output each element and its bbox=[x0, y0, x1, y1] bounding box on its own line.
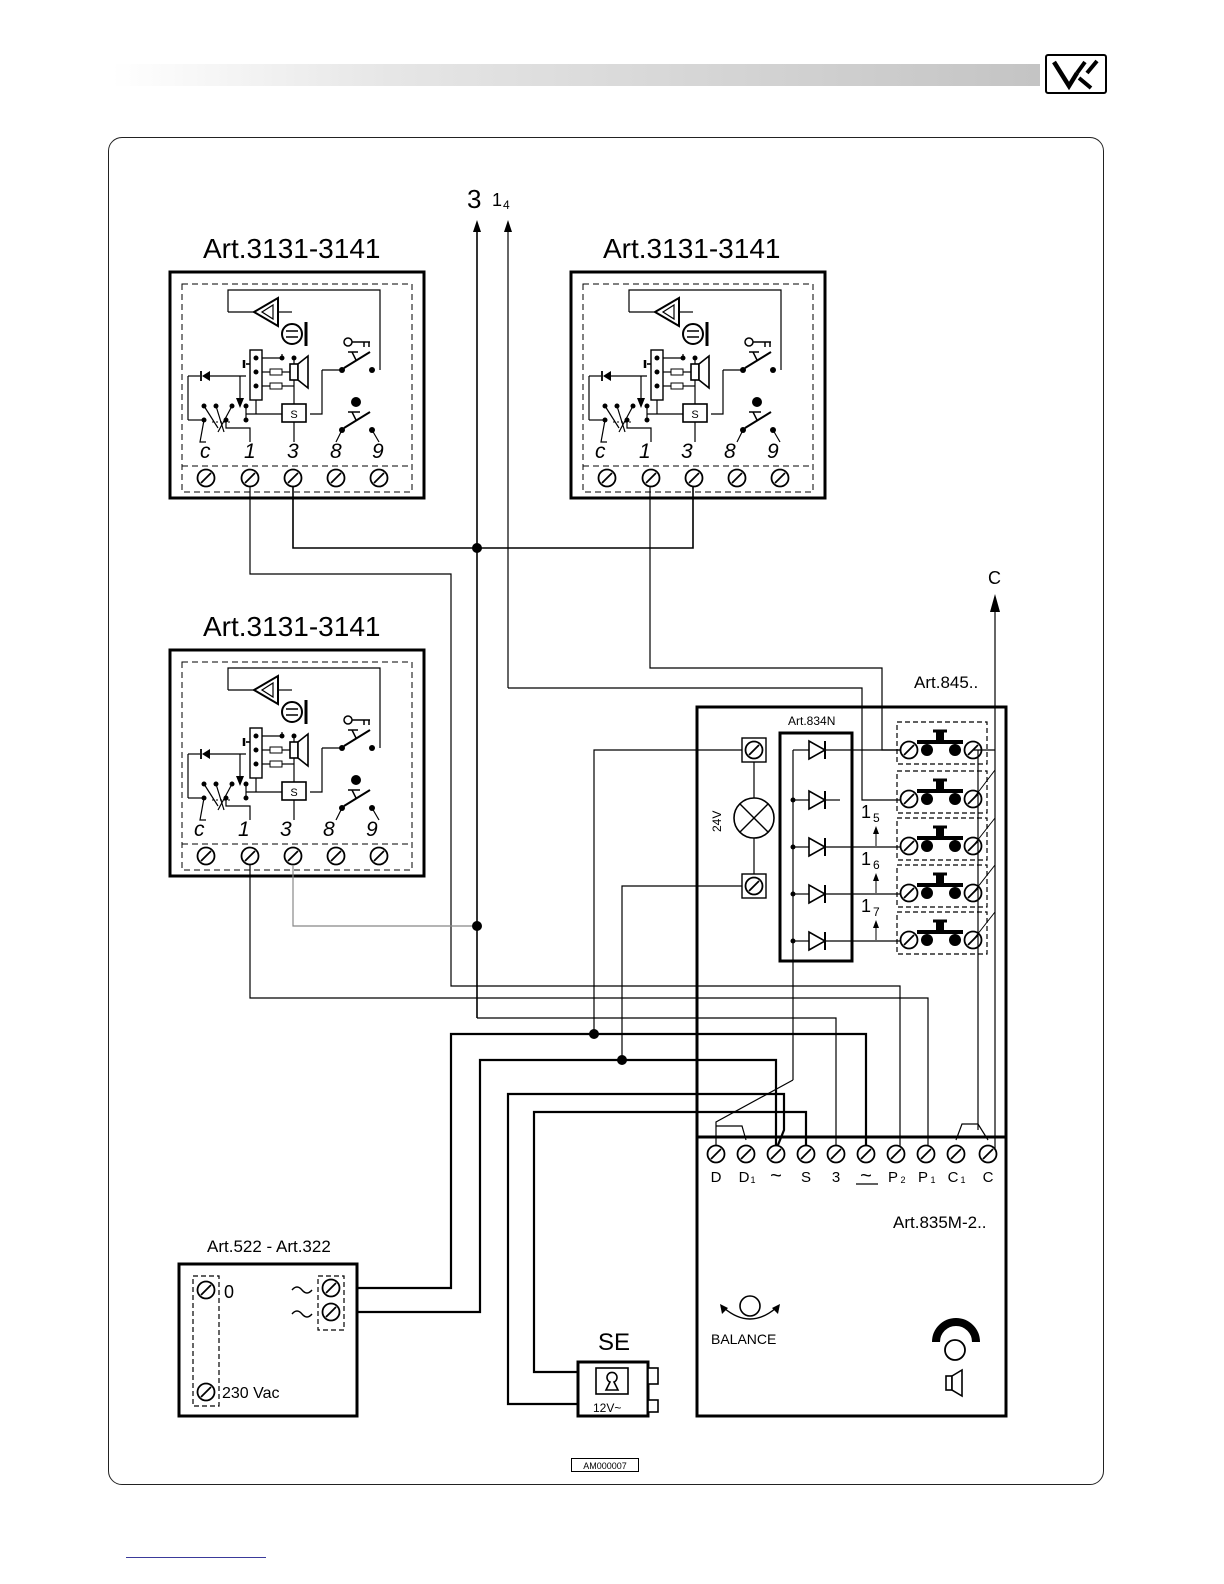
art834-label: Art.834N bbox=[788, 714, 835, 728]
panel-terminal-3: 3 bbox=[832, 1169, 840, 1186]
panel-terminal-p1: P bbox=[918, 1169, 928, 1186]
panel-terminal-s: S bbox=[801, 1169, 811, 1186]
art845-label: Art.845.. bbox=[914, 673, 978, 692]
unit-b-terminal-c: c bbox=[595, 440, 606, 463]
psu-zero-label: 0 bbox=[224, 1282, 234, 1302]
balance-label: BALANCE bbox=[711, 1331, 776, 1347]
unit-b-title: Art.3131-3141 bbox=[603, 233, 780, 264]
psu-mains-label: 230 Vac bbox=[222, 1385, 280, 1402]
panel-terminal-c1: C bbox=[948, 1169, 959, 1186]
unit-a-title: Art.3131-3141 bbox=[203, 233, 380, 264]
unit-c-terminal-c: c bbox=[194, 818, 205, 841]
se-voltage-label: 12V~ bbox=[593, 1401, 621, 1415]
balance-knob-icon bbox=[740, 1296, 760, 1316]
out-1-6-label: 1 bbox=[861, 849, 871, 869]
se-title: SE bbox=[598, 1329, 630, 1356]
panel-terminal-p2-sub: 2 bbox=[900, 1175, 905, 1185]
panel-terminal-block bbox=[708, 1146, 997, 1163]
panel-terminal-ac: ~ bbox=[770, 1165, 782, 1187]
riser-3-label: 3 bbox=[467, 184, 481, 214]
panel-terminal-c1-sub: 1 bbox=[960, 1175, 965, 1185]
unit-b-terminal-9: 9 bbox=[767, 440, 779, 463]
out-1-7-label: 1 bbox=[861, 896, 871, 916]
unit-c-terminal-9: 9 bbox=[366, 818, 378, 841]
unit-c-terminal-8: 8 bbox=[323, 818, 335, 841]
riser-1-sub: 4 bbox=[503, 198, 510, 212]
out-1-5-label: 1 bbox=[861, 802, 871, 822]
speaker-icon bbox=[946, 1376, 952, 1390]
unit-b-terminal-8: 8 bbox=[724, 440, 736, 463]
lamp-voltage: 24V bbox=[710, 811, 724, 832]
drawing-code: AM000007 bbox=[571, 1458, 639, 1472]
unit-a-terminal-9: 9 bbox=[372, 440, 384, 463]
panel-terminal-d: D bbox=[711, 1169, 722, 1186]
panel-terminal-d1-sub: 1 bbox=[750, 1175, 755, 1185]
unit-b-terminal-3: 3 bbox=[681, 440, 693, 463]
riser-1-label: 1 bbox=[492, 190, 502, 210]
art835-label: Art.835M-2.. bbox=[893, 1213, 987, 1232]
unit-a-terminal-c: c bbox=[200, 440, 211, 463]
panel-terminal-c: C bbox=[983, 1169, 994, 1186]
unit-c-terminal-3: 3 bbox=[280, 818, 292, 841]
unit-a-terminal-3: 3 bbox=[287, 440, 299, 463]
unit-b-terminal-1: 1 bbox=[639, 440, 651, 463]
panel-terminal-p2: P bbox=[888, 1169, 898, 1186]
apartment-unit-b: c 1 3 8 9 bbox=[571, 272, 825, 498]
footer-link-underline bbox=[126, 1557, 266, 1558]
unit-c-terminal-1: 1 bbox=[238, 818, 250, 841]
panel-terminal-d1: D bbox=[739, 1169, 750, 1186]
volume-arc-icon bbox=[936, 1322, 976, 1342]
panel-terminal-p1-sub: 1 bbox=[930, 1175, 935, 1185]
unit-a-terminal-1: 1 bbox=[244, 440, 256, 463]
riser-c-label: C bbox=[988, 568, 1001, 588]
out-1-7-sub: 7 bbox=[873, 905, 880, 919]
apartment-unit-a: c 1 3 8 9 bbox=[170, 272, 424, 498]
out-1-5-sub: 5 bbox=[873, 811, 880, 825]
unit-a-terminal-8: 8 bbox=[330, 440, 342, 463]
apartment-unit-c: c 1 3 8 9 bbox=[170, 650, 424, 876]
art522-label: Art.522 - Art.322 bbox=[207, 1237, 331, 1256]
out-1-6-sub: 6 bbox=[873, 858, 880, 872]
unit-c-title: Art.3131-3141 bbox=[203, 611, 380, 642]
